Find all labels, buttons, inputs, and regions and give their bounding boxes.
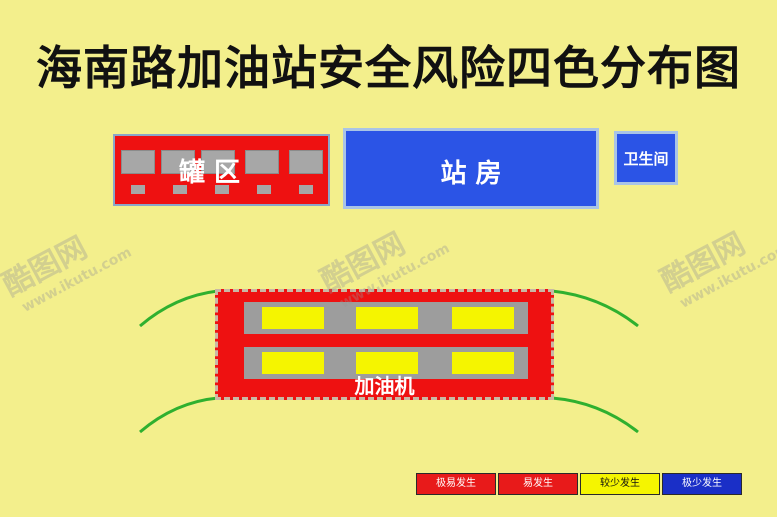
fuel-pump <box>356 307 418 329</box>
restroom-label: 卫生间 <box>623 150 669 168</box>
tank-slot <box>161 150 195 174</box>
legend-item-likely: 易发生 <box>498 473 578 495</box>
fuel-pump <box>356 352 418 374</box>
legend-item-extreme: 极易发生 <box>416 473 496 495</box>
driveway-arc-bottom-left <box>139 396 219 434</box>
station-label: 站 房 <box>440 159 502 189</box>
tank-slot <box>289 150 323 174</box>
station-building: 站 房 <box>343 128 599 209</box>
tank-slot <box>201 150 235 174</box>
fuel-pump <box>262 307 324 329</box>
tank-foot <box>257 185 271 194</box>
tank-zone: 罐 区 <box>113 134 330 206</box>
tank-foot <box>299 185 313 194</box>
tank-foot <box>215 185 229 194</box>
dispenser-lane <box>244 347 528 379</box>
fuel-pump <box>452 307 514 329</box>
driveway-arc-top-right <box>551 289 639 328</box>
driveway-arc-top-left <box>139 289 219 328</box>
tank-slot <box>121 150 155 174</box>
fuel-pump <box>452 352 514 374</box>
dispenser-label: 加油机 <box>354 374 415 398</box>
tank-foot <box>131 185 145 194</box>
legend-item-less-likely: 较少发生 <box>580 473 660 495</box>
fuel-pump <box>262 352 324 374</box>
fuel-dispenser-island: 加油机 <box>215 289 554 400</box>
restroom: 卫生间 <box>614 131 678 185</box>
tank-foot <box>173 185 187 194</box>
tank-slot <box>245 150 279 174</box>
page-title: 海南路加油站安全风险四色分布图 <box>36 41 741 95</box>
dispenser-lane <box>244 302 528 334</box>
legend-item-rare: 极少发生 <box>662 473 742 495</box>
driveway-arc-bottom-right <box>551 396 639 434</box>
tank-zone-label: 罐 区 <box>179 158 241 188</box>
